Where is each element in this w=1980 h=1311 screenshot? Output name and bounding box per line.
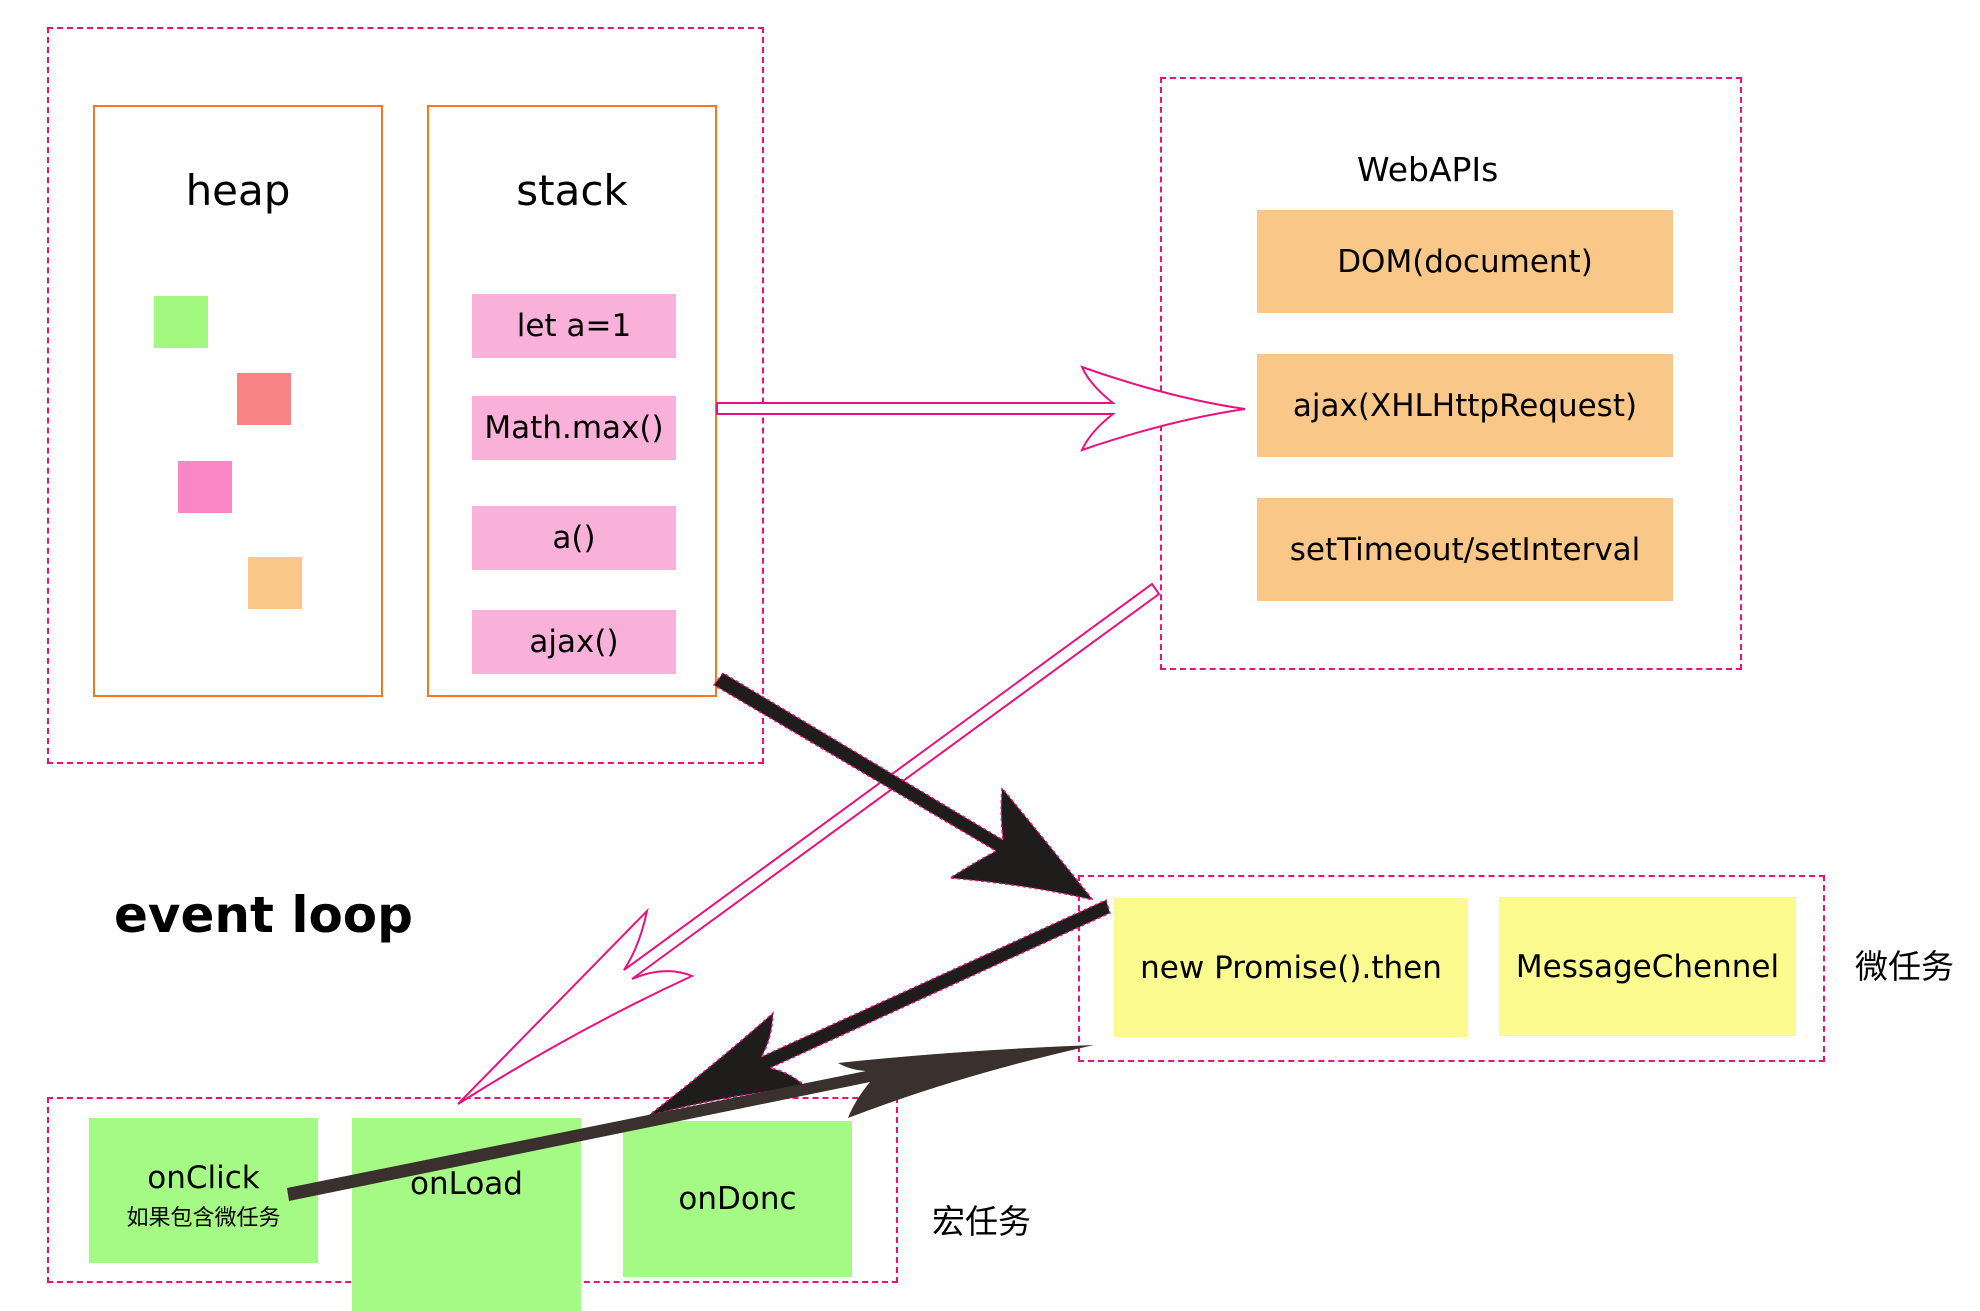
microtasks-to-macrotasks-arrow	[647, 898, 1111, 1117]
microtask-label: 微任务	[1855, 947, 1954, 986]
macrotask-label-onclick: onClick	[147, 1159, 260, 1196]
heap-object-pink	[178, 461, 232, 513]
macrotask-item-ondonc: onDonc	[623, 1121, 852, 1277]
stack-frame: let a=1	[472, 294, 676, 358]
event-loop-label: event loop	[114, 886, 413, 944]
macrotask-item-onclick: onClick 如果包含微任务	[89, 1118, 318, 1263]
heap-object-green	[154, 296, 208, 348]
macrotask-item-onload: onLoad	[352, 1118, 581, 1311]
heap-object-red	[237, 373, 291, 425]
stack-to-microtasks-arrow	[712, 672, 1095, 902]
heap-panel	[93, 105, 383, 697]
stack-frame: Math.max()	[472, 396, 676, 460]
microtask-item-messagechannel: MessageChennel	[1499, 897, 1796, 1036]
webapi-item-dom: DOM(document)	[1257, 210, 1673, 313]
stack-frame: a()	[472, 506, 676, 570]
macrotask-label-ondonc: onDonc	[678, 1181, 797, 1217]
macrotask-label-onload: onLoad	[410, 1166, 523, 1202]
webapi-item-ajax: ajax(XHLHttpRequest)	[1257, 354, 1673, 457]
microtask-item-promise: new Promise().then	[1114, 898, 1468, 1037]
heap-title: heap	[185, 166, 291, 215]
webapis-title: WebAPIs	[1357, 150, 1499, 189]
webapi-item-timers: setTimeout/setInterval	[1257, 498, 1673, 601]
heap-object-orange	[248, 557, 302, 609]
macrotask-note-onclick: 如果包含微任务	[126, 1205, 281, 1231]
stack-frame: ajax()	[472, 610, 676, 674]
macrotask-label: 宏任务	[932, 1202, 1031, 1241]
stack-title: stack	[516, 166, 628, 215]
